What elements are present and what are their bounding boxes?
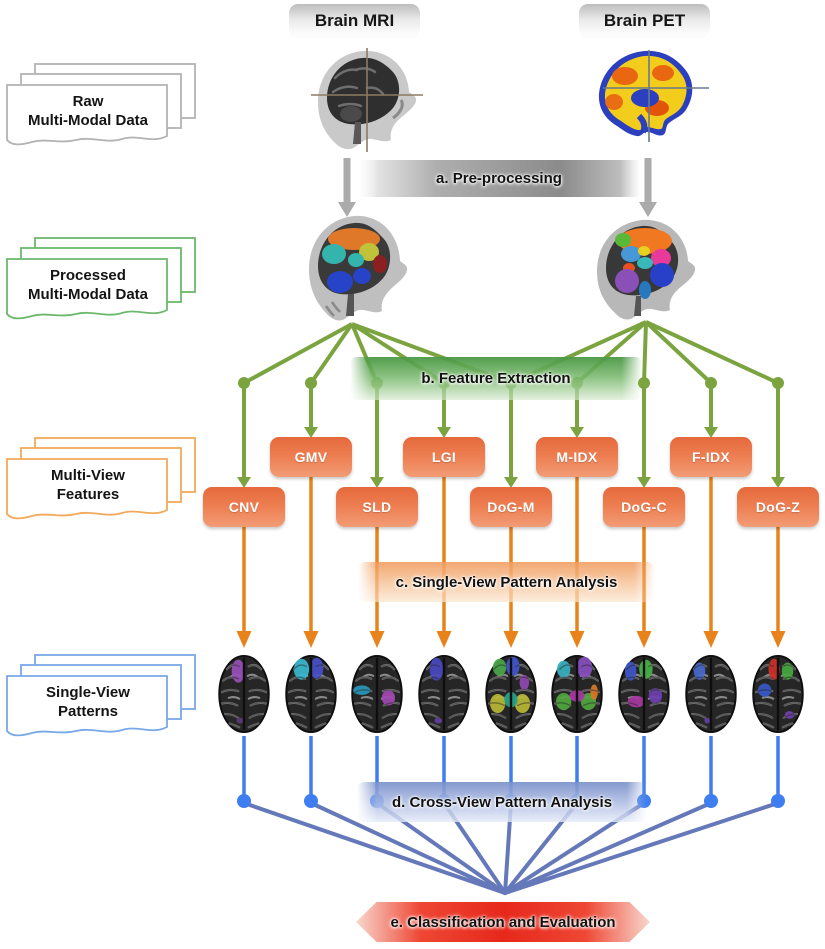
banner-gradient (358, 160, 640, 197)
brain-top-view-icon (485, 654, 537, 734)
brain-top-view-icon (218, 654, 270, 734)
brain-pattern-6 (550, 654, 604, 734)
banner-gradient (350, 357, 642, 400)
feature-box-sld: SLD (336, 487, 418, 527)
brain-pet-label: Brain PET (579, 4, 710, 38)
stage-banner-e-label: e. Classification and Evaluation (390, 913, 616, 931)
stage-banner-a-label: a. Pre-processing (436, 170, 562, 187)
stage-banner-b-label: b. Feature Extraction (421, 370, 571, 387)
processed-pet-image (583, 218, 707, 324)
brain-pattern-2 (284, 654, 338, 734)
feature-box-f-idx: F-IDX (670, 437, 752, 477)
data-stack-label-line: Multi-Modal Data (28, 111, 148, 129)
data-stack-label-line: Raw (72, 93, 104, 110)
processed-mri-image (296, 214, 418, 326)
brain-pattern-8 (684, 654, 738, 734)
brain-top-view-icon (285, 654, 337, 734)
stacked-pages-icon (6, 63, 196, 146)
brain-pattern-7 (617, 654, 671, 734)
stage-banner-feature-extraction: b. Feature Extraction (350, 357, 642, 400)
brain-top-view-icon (551, 654, 603, 734)
banner-gradient (358, 562, 655, 602)
stage-banner-c-label: c. Single-View Pattern Analysis (395, 573, 618, 591)
data-stack-label-line: Processed (50, 267, 126, 284)
brain-pattern-9 (751, 654, 805, 734)
pet-image (583, 46, 713, 144)
feature-box-dog-z: DoG-Z (737, 487, 819, 527)
data-stack-label-line: Patterns (57, 702, 119, 720)
feature-box-m-idx: M-IDX (536, 437, 618, 477)
brain-top-view-icon (685, 654, 737, 734)
brain-pattern-4 (417, 654, 471, 734)
feature-box-cnv: CNV (203, 487, 285, 527)
data-stack-label-line: Multi-Modal Data (28, 285, 148, 303)
stage-banner-d-label: d. Cross-View Pattern Analysis (391, 793, 613, 811)
data-stack-label-line: Multi-View (51, 467, 125, 484)
brain-pattern-5 (484, 654, 538, 734)
mri-image (305, 48, 425, 152)
brain-mri-label: Brain MRI (289, 4, 420, 38)
stage-banner-single-view-analysis: c. Single-View Pattern Analysis (358, 562, 655, 602)
brain-top-view-icon (418, 654, 470, 734)
brain-top-view-icon (351, 654, 403, 734)
feature-box-gmv: GMV (270, 437, 352, 477)
classification-banner: e. Classification and Evaluation (356, 902, 650, 942)
stacked-pages-icon (6, 654, 196, 737)
data-stack-label-line: Single-View (46, 684, 130, 701)
brain-top-view-icon (618, 654, 670, 734)
stage-banner-cross-view-analysis: d. Cross-View Pattern Analysis (357, 782, 647, 822)
feature-box-dog-m: DoG-M (470, 487, 552, 527)
stage-banner-preprocessing: a. Pre-processing (358, 160, 640, 197)
feature-box-lgi: LGI (403, 437, 485, 477)
banner-gradient (357, 782, 647, 822)
stacked-pages-icon (6, 437, 196, 520)
brain-top-view-icon (752, 654, 804, 734)
data-stack-label-line: Features (56, 485, 120, 503)
brain-pattern-3 (350, 654, 404, 734)
brain-pattern-1 (217, 654, 271, 734)
feature-box-dog-c: DoG-C (603, 487, 685, 527)
stacked-pages-icon (6, 237, 196, 320)
